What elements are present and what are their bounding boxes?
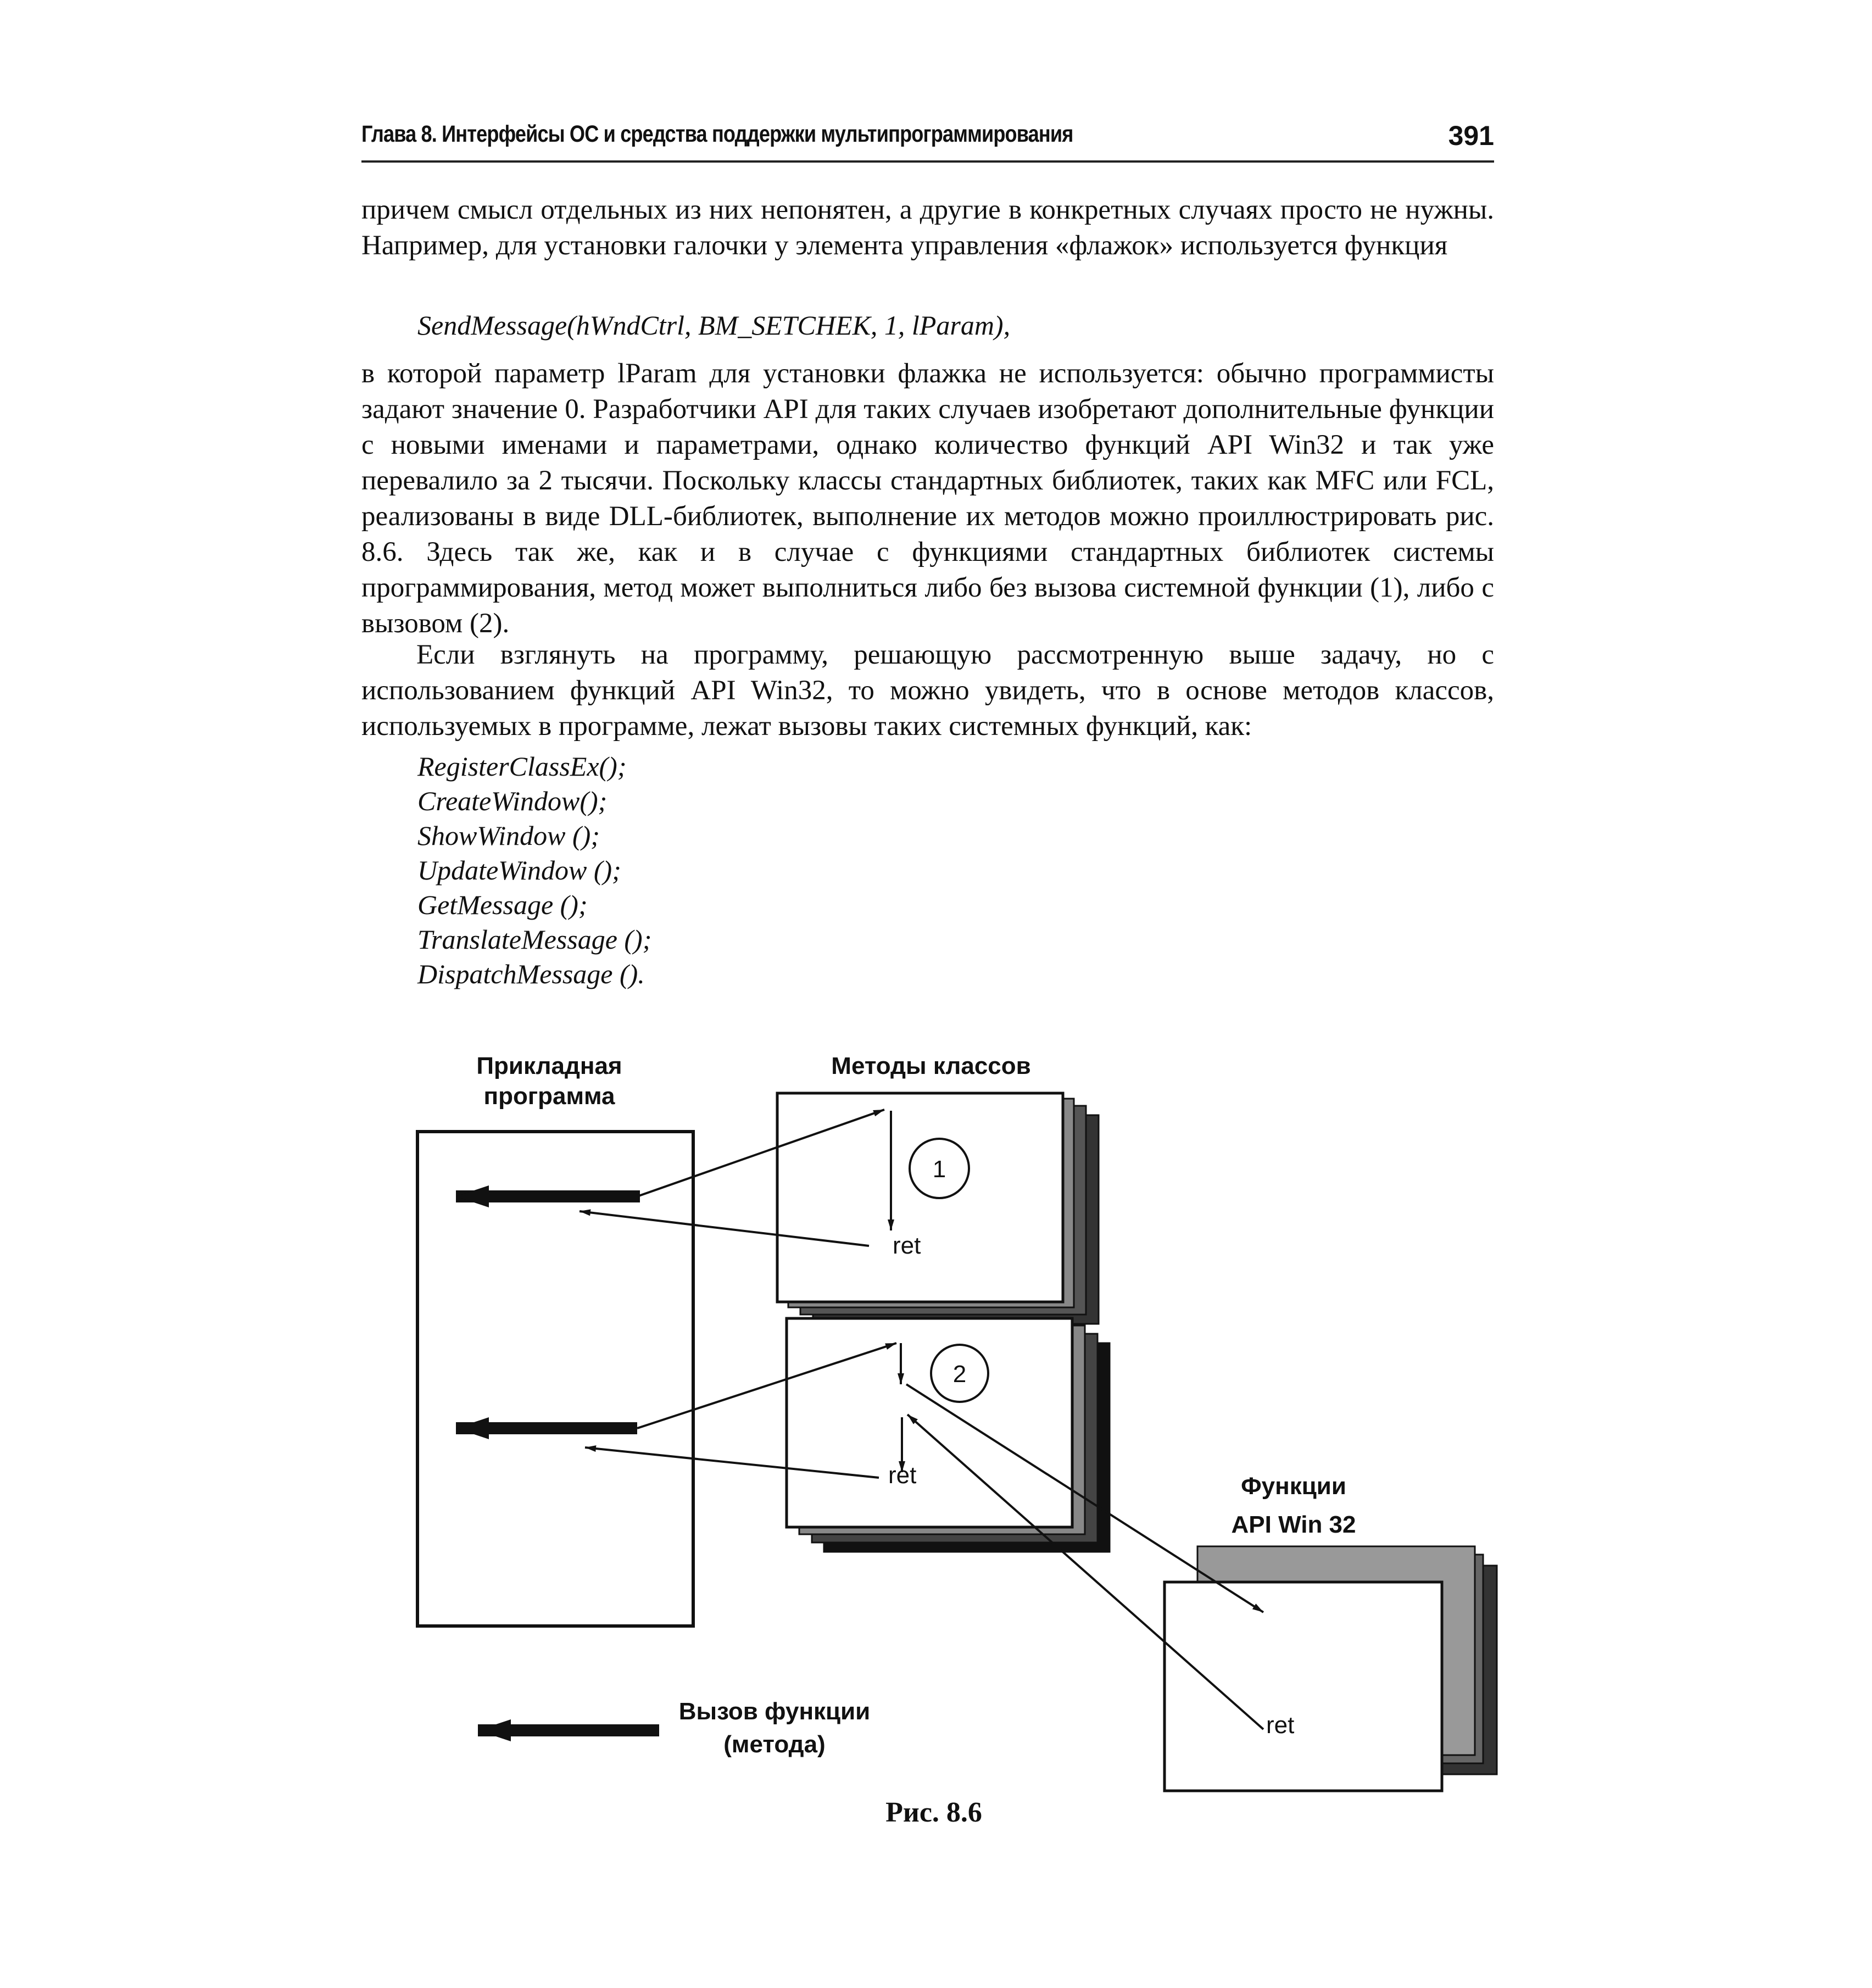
label-class-methods: Методы классов <box>831 1053 1030 1079</box>
page-number: 391 <box>1448 120 1494 151</box>
return-line-2 <box>584 1445 879 1479</box>
function-list-item: GetMessage (); <box>417 889 588 920</box>
method-stack-1 <box>776 1092 1100 1325</box>
label-application-line1: Прикладная <box>476 1053 622 1079</box>
function-list-item: UpdateWindow (); <box>417 855 621 886</box>
call-line-method-2-to-api <box>905 1383 1264 1613</box>
paragraph-2: в которой параметр lParam для установки … <box>361 358 1494 639</box>
call-line-app-to-method-1 <box>637 1109 885 1198</box>
ret-label-api: ret <box>1266 1712 1294 1739</box>
figure-8-6: Прикладная программа Методы классов 1 re… <box>416 1053 1498 1792</box>
function-list-item: DispatchMessage (). <box>417 959 645 989</box>
legend-label-line1: Вызов функции <box>679 1698 870 1725</box>
function-list-item: CreateWindow(); <box>417 786 608 816</box>
legend-label-line2: (метода) <box>723 1731 825 1758</box>
circle-1 <box>909 1138 970 1199</box>
circle-2-label: 2 <box>953 1361 966 1388</box>
label-application-line2: программа <box>484 1083 616 1110</box>
function-list: RegisterClassEx(); CreateWindow(); ShowW… <box>417 749 651 992</box>
paragraph-3: Если взглянуть на программу, решающую ра… <box>361 639 1494 742</box>
figure-caption: Рис. 8.6 <box>885 1797 982 1828</box>
label-api-line1: Функции <box>1241 1473 1346 1500</box>
paragraph-1: причем смысл отдельных из них непонятен,… <box>361 194 1494 261</box>
circle-1-label: 1 <box>933 1156 946 1183</box>
api-stack <box>1163 1545 1498 1792</box>
running-head: Глава 8. Интерфейсы ОС и средства поддер… <box>361 121 1073 147</box>
function-list-item: TranslateMessage (); <box>417 924 652 955</box>
method-stack-2 <box>785 1317 1111 1553</box>
function-list-item: RegisterClassEx(); <box>417 751 627 782</box>
return-line-api-to-method-2 <box>906 1413 1264 1730</box>
page-header: Глава 8. Интерфейсы ОС и средства поддер… <box>361 120 1494 163</box>
application-box <box>416 1130 695 1628</box>
circle-2 <box>930 1344 989 1403</box>
function-list-item: ShowWindow (); <box>417 820 600 851</box>
return-line-1 <box>579 1209 870 1247</box>
code-sendmessage: SendMessage(hWndCtrl, BM_SETCHEK, 1, lPa… <box>417 310 1011 341</box>
call-line-app-to-method-2 <box>637 1342 897 1429</box>
ret-label-1: ret <box>893 1232 921 1259</box>
label-api-line2: API Win 32 <box>1232 1511 1356 1538</box>
